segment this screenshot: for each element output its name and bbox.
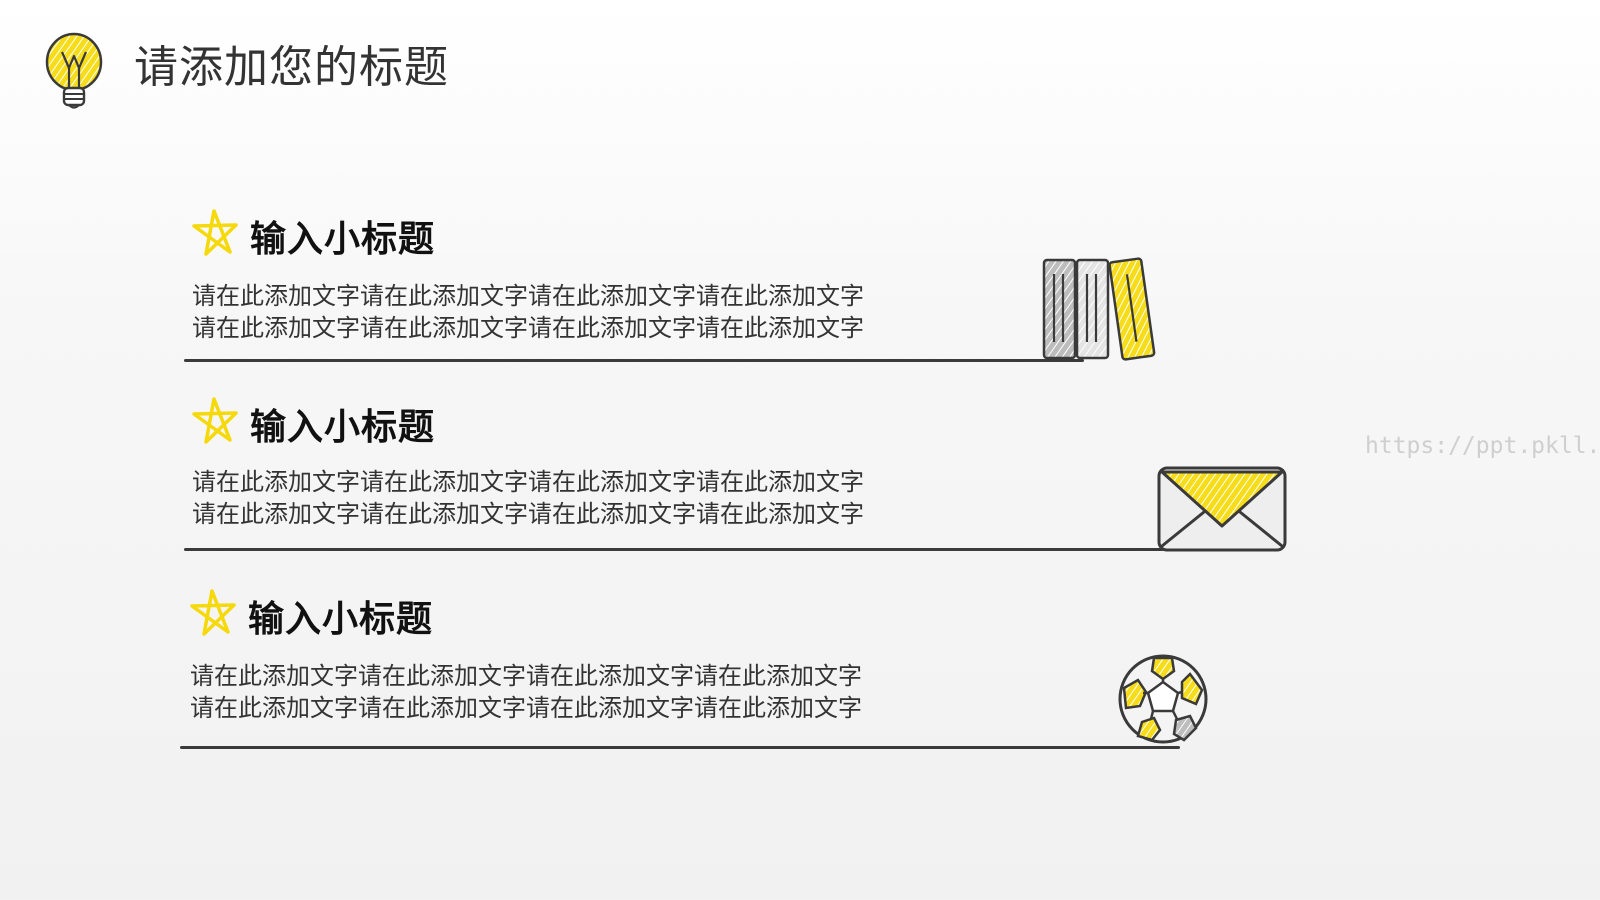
- envelope-icon: [1157, 466, 1287, 552]
- section-divider: [184, 548, 1164, 551]
- section-text-line-2: 请在此添加文字请在此添加文字请在此添加文字请在此添加文字: [190, 694, 862, 722]
- lightbulb-icon: [45, 32, 103, 109]
- star-icon: [192, 209, 238, 256]
- section-text-line-2: 请在此添加文字请在此添加文字请在此添加文字请在此添加文字: [192, 314, 864, 342]
- section-text-line-1: 请在此添加文字请在此添加文字请在此添加文字请在此添加文字: [192, 282, 864, 310]
- section-heading: 输入小标题: [248, 599, 434, 640]
- section-text-line-1: 请在此添加文字请在此添加文字请在此添加文字请在此添加文字: [190, 662, 862, 690]
- section-divider: [184, 359, 1084, 362]
- section-text-line-2: 请在此添加文字请在此添加文字请在此添加文字请在此添加文字: [192, 500, 864, 528]
- page-title: 请添加您的标题: [134, 42, 449, 93]
- section-heading: 输入小标题: [250, 407, 436, 448]
- section-text-line-1: 请在此添加文字请在此添加文字请在此添加文字请在此添加文字: [192, 468, 864, 496]
- section-heading: 输入小标题: [250, 219, 436, 260]
- star-icon: [192, 397, 238, 444]
- section-divider: [180, 746, 1180, 749]
- star-icon: [190, 589, 236, 636]
- watermark-url: https://ppt.pkll.de: [1365, 433, 1600, 459]
- books-icon: [1042, 257, 1156, 361]
- soccer-ball-icon: [1118, 654, 1208, 744]
